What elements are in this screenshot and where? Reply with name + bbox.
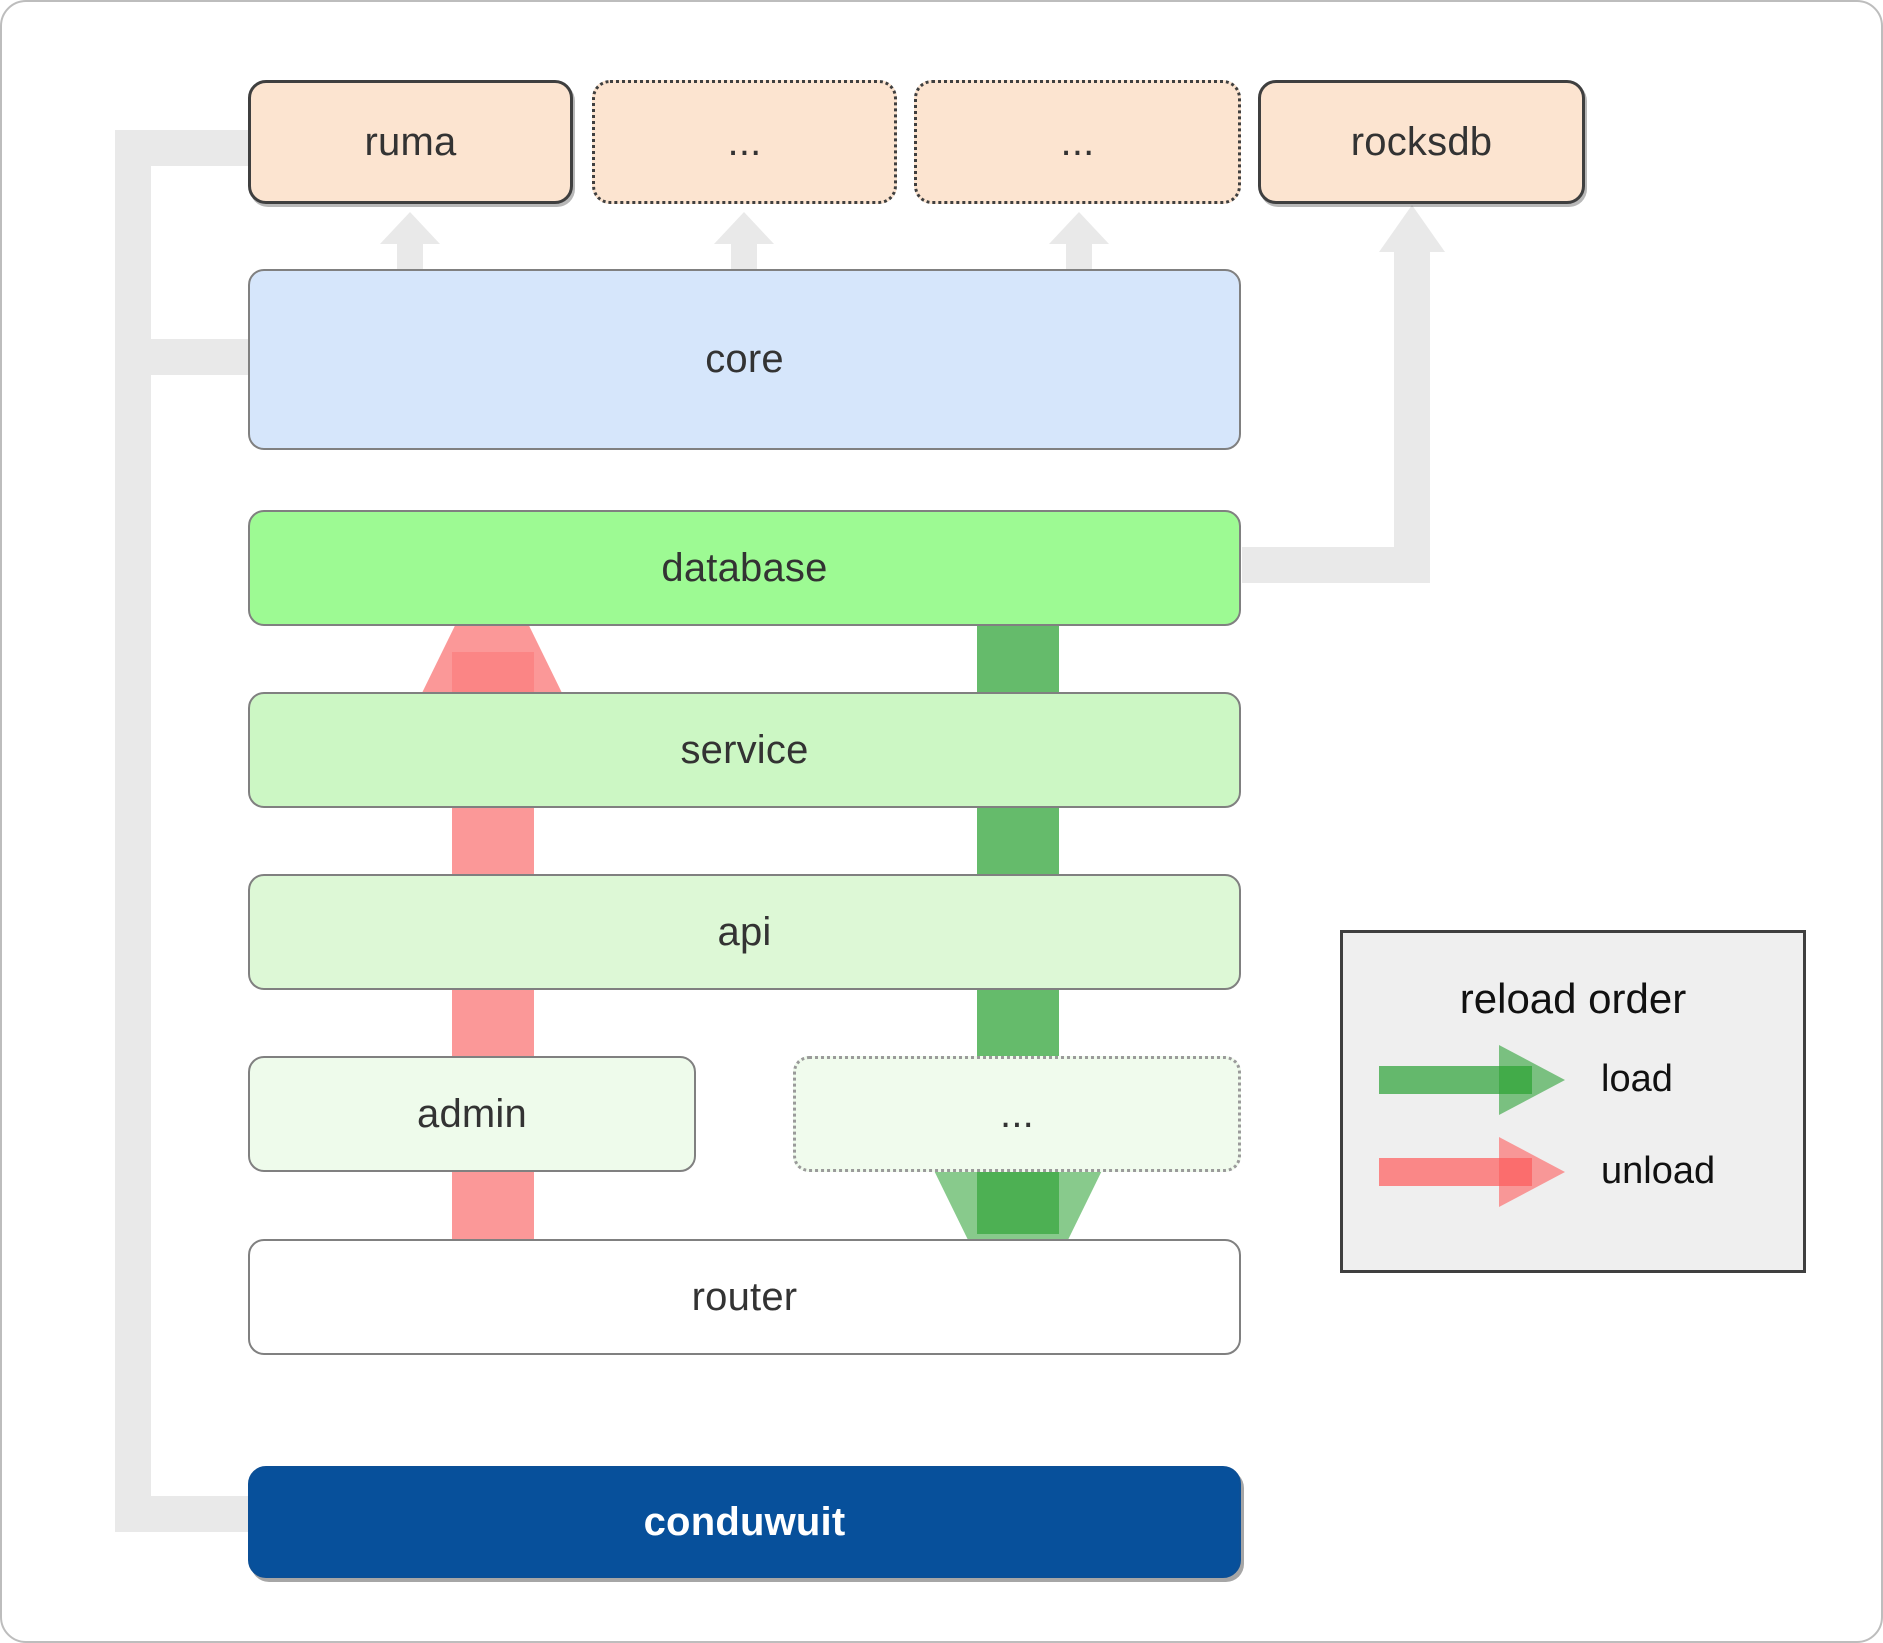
legend-arrow-layer (1379, 1045, 1565, 1207)
node-layer-ellipsis[interactable]: ... (793, 1056, 1241, 1172)
connector-database-to-rocksdb (1242, 205, 1445, 583)
legend-load-arrow (1379, 1045, 1565, 1115)
legend-unload-arrow (1379, 1137, 1565, 1207)
node-conduwuit[interactable]: conduwuit (248, 1466, 1241, 1578)
node-database[interactable]: database (248, 510, 1241, 626)
node-router-label: router (691, 1274, 798, 1319)
legend-panel: reload order load unload (1340, 930, 1806, 1273)
node-core-label: core (705, 337, 784, 381)
node-ruma-label: ruma (364, 119, 457, 164)
legend-unload-label: unload (1601, 1150, 1716, 1192)
node-conduwuit-label: conduwuit (643, 1499, 846, 1544)
node-api-label: api (717, 909, 772, 954)
legend-load-label: load (1601, 1058, 1673, 1100)
node-admin-label: admin (417, 1091, 527, 1136)
node-rocksdb-label: rocksdb (1350, 119, 1493, 164)
node-database-label: database (661, 545, 828, 590)
node-service[interactable]: service (248, 692, 1241, 808)
node-core[interactable]: core (248, 269, 1241, 450)
node-ellipsis-1[interactable]: ... (592, 80, 897, 204)
node-layer-ellipsis-label: ... (1000, 1091, 1034, 1136)
node-ruma[interactable]: ruma (248, 80, 573, 204)
legend-title: reload order (1459, 975, 1687, 1022)
node-ellipsis-2[interactable]: ... (914, 80, 1241, 204)
node-rocksdb[interactable]: rocksdb (1258, 80, 1585, 204)
node-api[interactable]: api (248, 874, 1241, 990)
node-service-label: service (680, 727, 809, 772)
node-admin[interactable]: admin (248, 1056, 696, 1172)
node-ellipsis-1-label: ... (727, 119, 762, 164)
node-ellipsis-2-label: ... (1060, 119, 1095, 164)
node-router[interactable]: router (248, 1239, 1241, 1355)
